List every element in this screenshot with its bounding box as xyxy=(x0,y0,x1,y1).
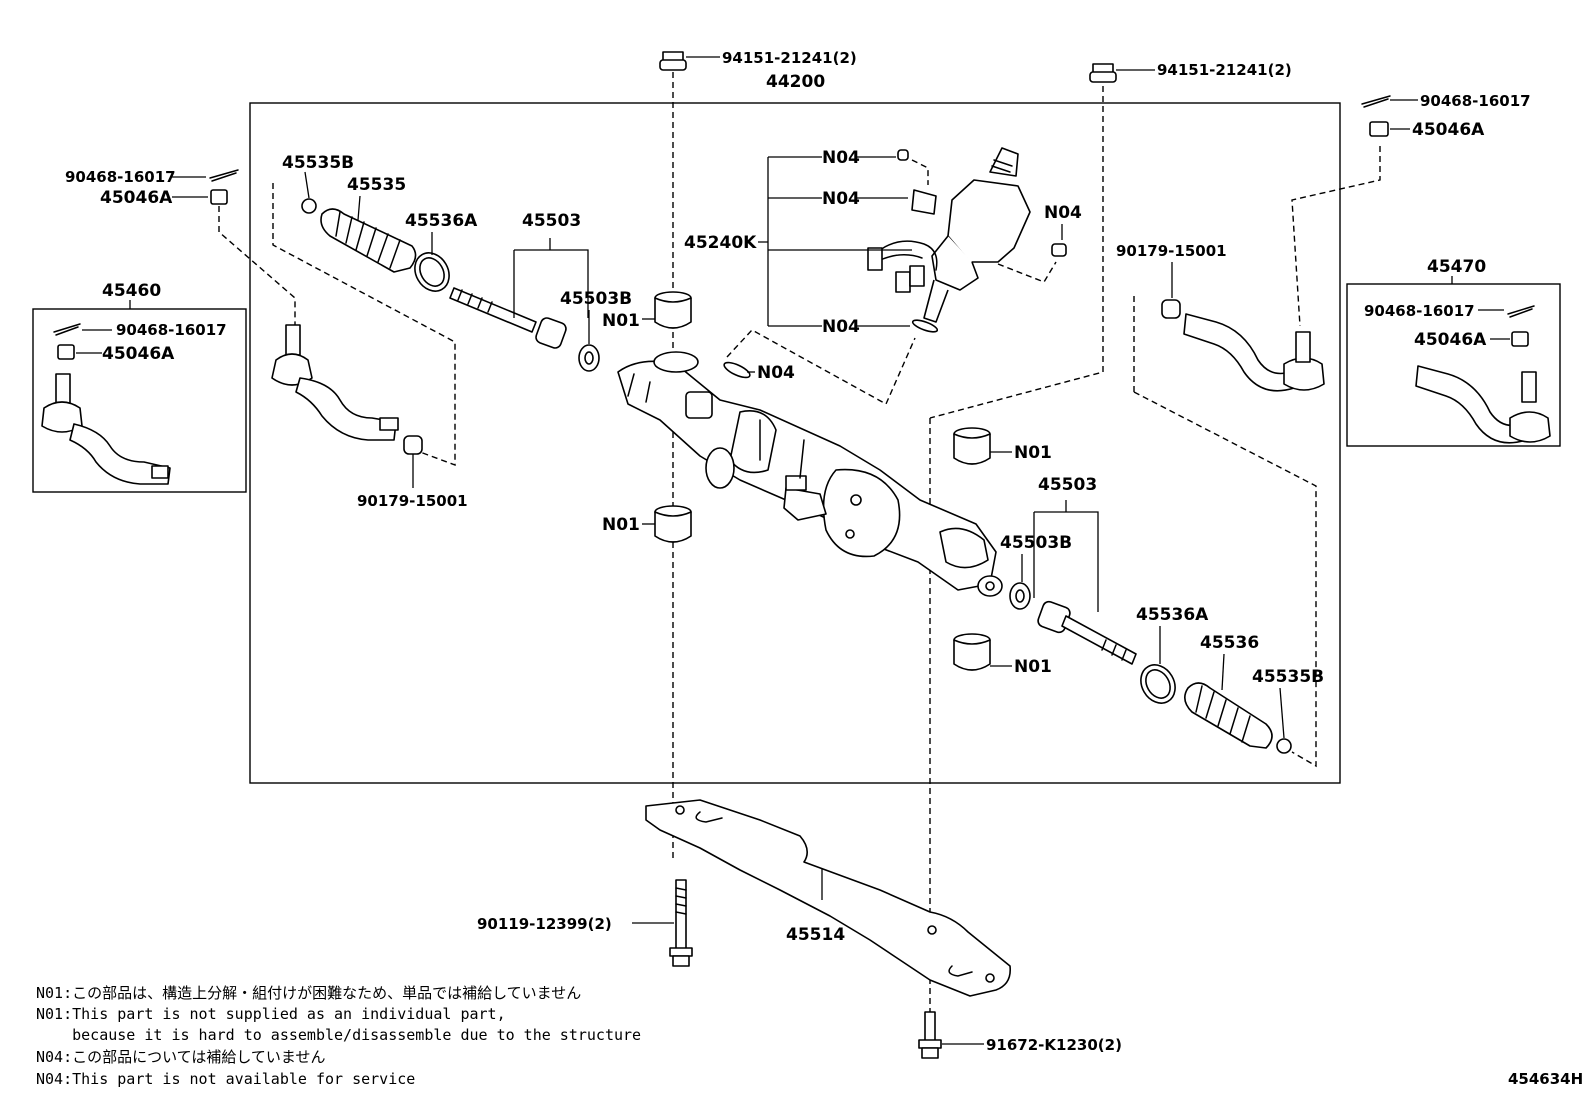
oring-n04-mid xyxy=(723,361,751,379)
label-45046A-left: 45046A xyxy=(100,188,173,208)
label-box-left-90468: 90468-16017 xyxy=(116,321,227,339)
label-n04-c: N04 xyxy=(822,317,860,337)
label-box-right-45046A: 45046A xyxy=(1414,330,1487,350)
screw-n04-d xyxy=(1051,243,1067,257)
screw-n04-a xyxy=(897,149,909,161)
castle-nut-box-right-icon xyxy=(1511,331,1529,347)
label-45536-right: 45536 xyxy=(1200,633,1259,653)
castle-nut-right-icon xyxy=(1369,121,1389,137)
rack-boot-45536-right xyxy=(1184,682,1273,749)
label-45536A-right: 45536A xyxy=(1136,605,1209,625)
label-45503-right: 45503 xyxy=(1038,475,1097,495)
cotter-pin-icon xyxy=(209,169,239,182)
washer-45503B-right xyxy=(1009,582,1031,610)
bushing-n01-upper xyxy=(654,291,692,329)
note-n04-en: N04:This part is not available for servi… xyxy=(36,1070,415,1088)
tie-rod-end-45470 xyxy=(1415,365,1551,444)
rack-boot-45535-left xyxy=(320,208,417,273)
label-n04-d: N04 xyxy=(1044,203,1082,223)
label-45046A-right: 45046A xyxy=(1412,120,1485,140)
note-n01-en-1: N01:This part is not supplied as an indi… xyxy=(36,1005,506,1023)
castle-nut-box-left-icon xyxy=(57,344,75,360)
note-n01-en-2: because it is hard to assemble/disassemb… xyxy=(36,1026,641,1044)
label-box-left-45046A: 45046A xyxy=(102,344,175,364)
label-45535B-right: 45535B xyxy=(1252,667,1324,687)
label-n04-b: N04 xyxy=(822,189,860,209)
label-91672: 91672-K1230(2) xyxy=(986,1036,1122,1054)
figure-id: 454634H xyxy=(1508,1070,1583,1088)
label-94151-right: 94151-21241(2) xyxy=(1157,61,1292,79)
label-45514: 45514 xyxy=(786,925,845,945)
label-45535-left: 45535 xyxy=(347,175,406,195)
label-90468-left: 90468-16017 xyxy=(65,168,176,186)
clamp-45536A-left xyxy=(414,252,450,292)
bushing-n01-right-lower xyxy=(953,633,991,671)
label-90179-right: 90179-15001 xyxy=(1116,242,1227,260)
label-94151-top: 94151-21241(2) xyxy=(722,49,857,67)
castle-nut-icon xyxy=(210,189,228,205)
flange-nut-94151-top xyxy=(659,51,687,71)
bolt-90119 xyxy=(669,879,693,967)
cotter-pin-box-left-icon xyxy=(53,323,81,336)
label-45536A-left: 45536A xyxy=(405,211,478,231)
label-45503-left: 45503 xyxy=(522,211,581,231)
cotter-pin-right-icon xyxy=(1361,95,1391,108)
label-n04-a: N04 xyxy=(822,148,860,168)
crossmember-45514 xyxy=(645,799,1012,997)
clip-45535B-right xyxy=(1276,738,1292,754)
label-n01-lower-left: N01 xyxy=(602,515,640,535)
label-n04-mid: N04 xyxy=(757,363,795,383)
mount-dash-right-upper xyxy=(929,86,1104,419)
clip-45535B-left xyxy=(301,198,317,214)
label-90468-right: 90468-16017 xyxy=(1420,92,1531,110)
label-45460: 45460 xyxy=(102,281,161,301)
assembly-44200-frame xyxy=(249,102,1341,784)
tie-rod-45503-left xyxy=(449,287,567,349)
steering-gear-housing xyxy=(617,351,1003,597)
label-44200: 44200 xyxy=(766,72,825,92)
label-90119: 90119-12399(2) xyxy=(477,915,612,933)
tie-rod-end-left-inner xyxy=(271,324,399,441)
tie-rod-45503-right xyxy=(1037,600,1137,665)
label-box-right-90468: 90468-16017 xyxy=(1364,302,1475,320)
bolt-91672 xyxy=(918,1011,942,1059)
label-45503B-right: 45503B xyxy=(1000,533,1072,553)
label-45470: 45470 xyxy=(1427,257,1486,277)
note-n04-jp: N04:この部品については補給していません xyxy=(36,1048,325,1066)
cotter-pin-box-right-icon xyxy=(1507,305,1535,318)
label-n01-right-lower: N01 xyxy=(1014,657,1052,677)
bushing-90179-right xyxy=(1161,299,1181,319)
label-n01-right-upper: N01 xyxy=(1014,443,1052,463)
clamp-45536A-right xyxy=(1140,664,1176,704)
tie-rod-end-45470-box xyxy=(1346,283,1561,447)
tie-rod-end-right-inner xyxy=(1183,313,1325,392)
bushing-n01-lower-left xyxy=(654,505,692,543)
bushing-n01-right-upper xyxy=(953,427,991,465)
label-45503B-left: 45503B xyxy=(560,289,632,309)
flange-nut-94151-right xyxy=(1089,63,1117,83)
label-45240K: 45240K xyxy=(684,233,757,253)
tie-rod-end-45460-box xyxy=(32,308,247,493)
control-valve-45240K xyxy=(867,147,1031,323)
label-90179-left: 90179-15001 xyxy=(357,492,468,510)
label-n01-upper: N01 xyxy=(602,311,640,331)
tie-rod-end-45460 xyxy=(41,373,171,485)
note-n01-jp: N01:この部品は、構造上分解・組付けが困難なため、単品では補給していません xyxy=(36,984,581,1002)
oring-n04-c xyxy=(911,319,939,333)
washer-45503B-left xyxy=(578,344,600,372)
label-45535B-left: 45535B xyxy=(282,153,354,173)
bushing-90179-left xyxy=(403,435,423,455)
